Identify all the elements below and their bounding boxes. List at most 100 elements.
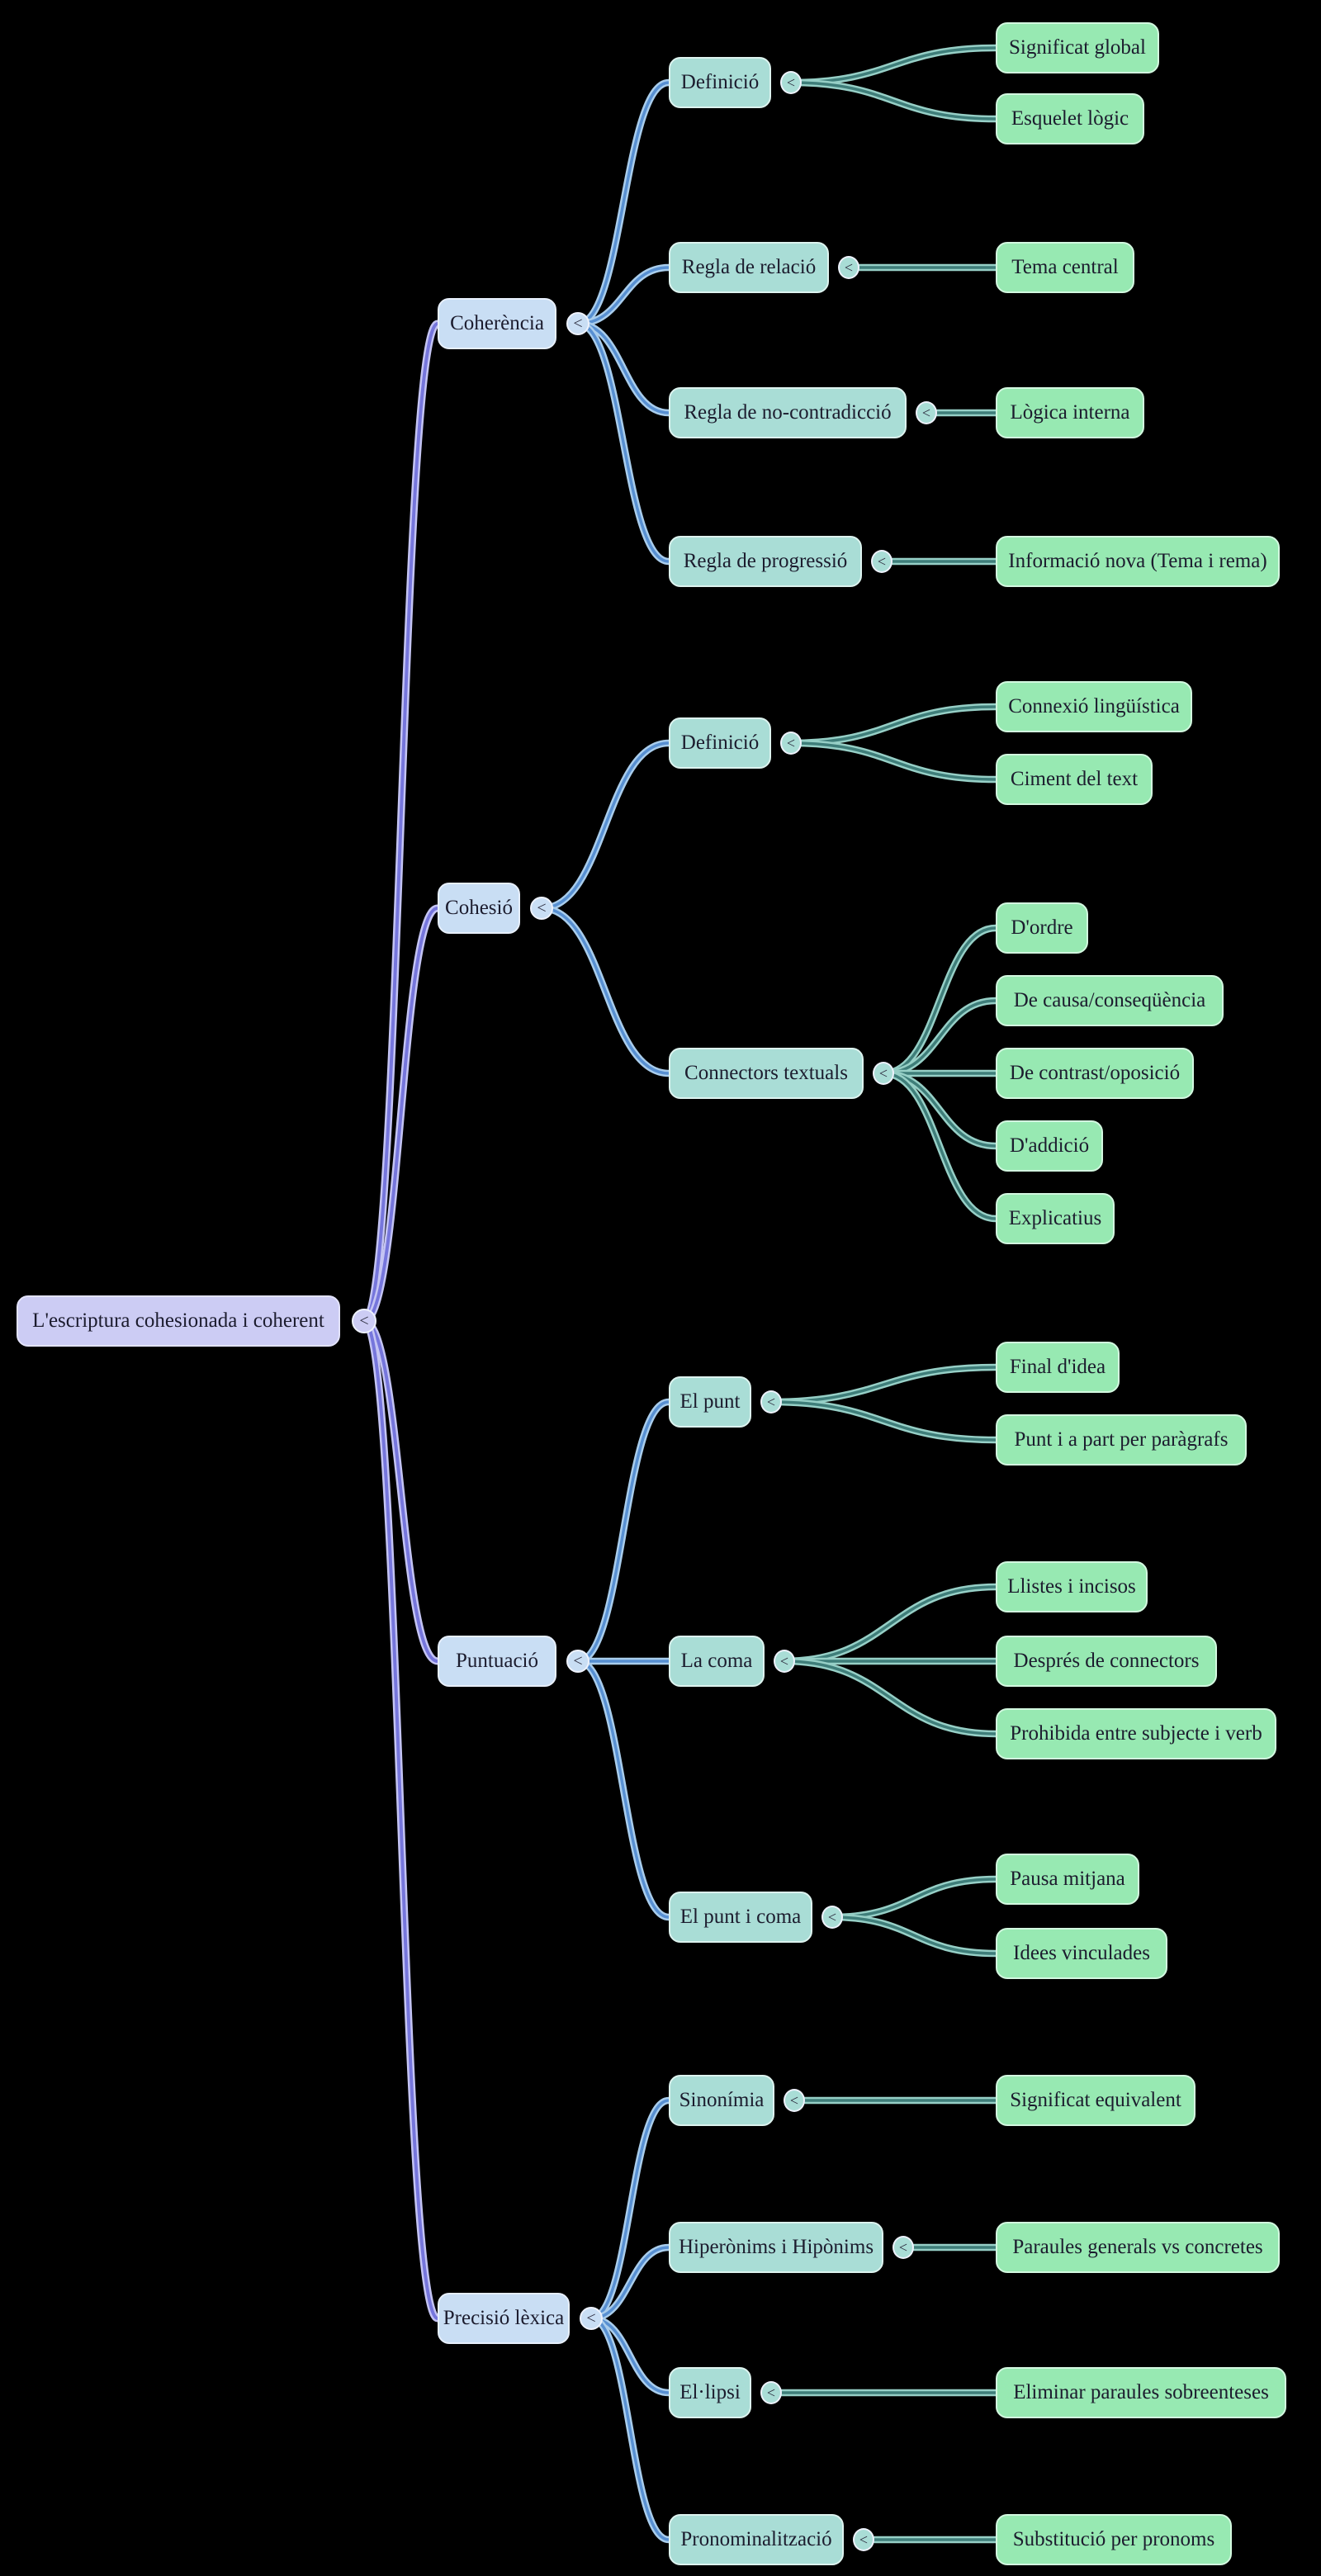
chevron-left-icon: <: [766, 2384, 776, 2401]
detail-tema-central[interactable]: Tema central: [996, 242, 1134, 293]
topic-el-punt-i-coma[interactable]: El punt i coma: [669, 1892, 812, 1943]
node-label: Idees vinculades: [1013, 1942, 1150, 1964]
root-node[interactable]: L'escriptura cohesionada i coherent: [17, 1295, 340, 1347]
node-label: El·lipsi: [679, 2381, 741, 2403]
chevron-left-icon: <: [786, 735, 796, 751]
link: [769, 1366, 997, 1404]
collapse-toggle-hiperonims[interactable]: <: [893, 2236, 914, 2259]
node-label: Sinonímia: [679, 2089, 765, 2111]
detail-connexio-linguistica[interactable]: Connexió lingüística: [996, 681, 1192, 732]
detail-significat-equivalent[interactable]: Significat equivalent: [996, 2075, 1196, 2126]
collapse-toggle-precisio[interactable]: <: [580, 2307, 603, 2330]
topic-regla-de-progressio[interactable]: Regla de progressió: [669, 536, 862, 587]
node-label: Lògica interna: [1010, 401, 1130, 424]
detail-punt-i-a-part[interactable]: Punt i a part per paràgrafs: [996, 1414, 1247, 1466]
link: [576, 1400, 670, 1663]
topic-pronominalitzacio[interactable]: Pronominalització: [669, 2514, 844, 2565]
detail-de-contrast-oposicio[interactable]: De contrast/oposició: [996, 1048, 1194, 1099]
collapse-toggle-connectors[interactable]: <: [873, 1062, 894, 1085]
collapse-toggle-el-punt[interactable]: <: [760, 1390, 782, 1413]
topic-el-punt[interactable]: El punt: [669, 1376, 751, 1428]
node-label: Substitució per pronoms: [1012, 2528, 1215, 2550]
collapse-toggle-coherencia[interactable]: <: [566, 312, 589, 335]
topic-sinonimia[interactable]: Sinonímia: [669, 2075, 774, 2126]
collapse-toggle-ellipsi[interactable]: <: [760, 2381, 782, 2404]
node-label: Cohesió: [445, 897, 513, 919]
collapse-toggle-regla-relacio[interactable]: <: [838, 256, 859, 279]
link: [789, 741, 997, 781]
link: [831, 1878, 997, 1919]
detail-paraules-generals-vs-concretes[interactable]: Paraules generals vs concretes: [996, 2222, 1280, 2273]
collapse-toggle-puntuacio[interactable]: <: [566, 1650, 589, 1673]
node-label: Ciment del text: [1010, 768, 1139, 790]
topic-definicio-coherencia[interactable]: Definició: [669, 57, 771, 108]
link: [783, 1660, 997, 1735]
collapse-toggle-definicio-c[interactable]: <: [780, 71, 802, 94]
chevron-left-icon: <: [573, 315, 583, 333]
chevron-left-icon: <: [844, 259, 854, 276]
detail-ciment-del-text[interactable]: Ciment del text: [996, 754, 1153, 805]
link: [831, 1915, 997, 1955]
detail-prohibida-subjecte-verb[interactable]: Prohibida entre subjecte i verb: [996, 1708, 1276, 1759]
collapse-toggle-root[interactable]: <: [352, 1309, 376, 1333]
chevron-left-icon: <: [537, 899, 547, 917]
detail-esquelet-logic[interactable]: Esquelet lògic: [996, 93, 1144, 144]
link: [362, 907, 439, 1323]
collapse-toggle-punt-i-coma[interactable]: <: [821, 1906, 843, 1929]
link: [789, 46, 997, 84]
detail-informacio-nova[interactable]: Informació nova (Tema i rema): [996, 536, 1280, 587]
detail-de-causa-consequencia[interactable]: De causa/conseqüència: [996, 975, 1224, 1026]
topic-regla-de-no-contradiccio[interactable]: Regla de no-contradicció: [669, 387, 907, 438]
collapse-toggle-definicio-h[interactable]: <: [780, 732, 802, 755]
node-label: D'ordre: [1011, 916, 1073, 939]
node-label: Final d'idea: [1009, 1356, 1106, 1378]
detail-d-ordre[interactable]: D'ordre: [996, 902, 1088, 954]
node-label: Llistes i incisos: [1007, 1575, 1136, 1598]
node-label: Pronominalització: [680, 2528, 832, 2550]
chevron-left-icon: <: [921, 405, 931, 421]
node-label: Pausa mitjana: [1010, 1868, 1125, 1890]
collapse-toggle-la-coma[interactable]: <: [774, 1650, 795, 1673]
link: [769, 1400, 997, 1442]
detail-llistes-i-incisos[interactable]: Llistes i incisos: [996, 1561, 1148, 1612]
node-label: Eliminar paraules sobreenteses: [1013, 2381, 1269, 2403]
detail-final-d-idea[interactable]: Final d'idea: [996, 1342, 1120, 1393]
node-label: Precisió lèxica: [443, 2307, 565, 2329]
collapse-toggle-no-contradiccio[interactable]: <: [916, 401, 937, 424]
topic-la-coma[interactable]: La coma: [669, 1636, 765, 1687]
detail-substitucio-per-pronoms[interactable]: Substitució per pronoms: [996, 2514, 1232, 2565]
detail-explicatius[interactable]: Explicatius: [996, 1193, 1115, 1244]
topic-definicio-cohesio[interactable]: Definició: [669, 717, 771, 769]
topic-connectors-textuals[interactable]: Connectors textuals: [669, 1048, 864, 1099]
link: [789, 81, 997, 121]
link: [362, 1319, 439, 1663]
link: [576, 266, 670, 325]
detail-despres-de-connectors[interactable]: Després de connectors: [996, 1636, 1217, 1687]
collapse-toggle-pronominalitzacio[interactable]: <: [853, 2528, 874, 2551]
topic-ellipsi[interactable]: El·lipsi: [669, 2367, 751, 2418]
detail-idees-vinculades[interactable]: Idees vinculades: [996, 1928, 1167, 1979]
collapse-toggle-progressio[interactable]: <: [871, 550, 893, 573]
detail-d-addicio[interactable]: D'addició: [996, 1120, 1103, 1172]
branch-coherencia[interactable]: Coherència: [438, 298, 556, 349]
branch-precisio-lexica[interactable]: Precisió lèxica: [438, 2293, 570, 2344]
chevron-left-icon: <: [878, 1065, 888, 1082]
node-label: Explicatius: [1008, 1207, 1102, 1229]
detail-logica-interna[interactable]: Lògica interna: [996, 387, 1144, 438]
node-label: Tema central: [1011, 256, 1119, 278]
detail-pausa-mitjana[interactable]: Pausa mitjana: [996, 1854, 1139, 1905]
node-label: Connexió lingüística: [1008, 695, 1180, 717]
chevron-left-icon: <: [789, 2092, 799, 2109]
node-label: De contrast/oposició: [1009, 1062, 1181, 1084]
collapse-toggle-sinonimia[interactable]: <: [784, 2089, 805, 2112]
topic-regla-de-relacio[interactable]: Regla de relació: [669, 242, 829, 293]
branch-cohesio[interactable]: Cohesió: [438, 883, 520, 934]
detail-eliminar-paraules-sobreenteses[interactable]: Eliminar paraules sobreenteses: [996, 2367, 1286, 2418]
node-label: Puntuació: [456, 1650, 538, 1672]
collapse-toggle-cohesio[interactable]: <: [530, 897, 553, 920]
topic-hiperonims-i-hiponims[interactable]: Hiperònims i Hipònims: [669, 2222, 883, 2273]
node-label: El punt: [679, 1390, 741, 1413]
branch-puntuacio[interactable]: Puntuació: [438, 1636, 556, 1687]
detail-significat-global[interactable]: Significat global: [996, 22, 1159, 73]
